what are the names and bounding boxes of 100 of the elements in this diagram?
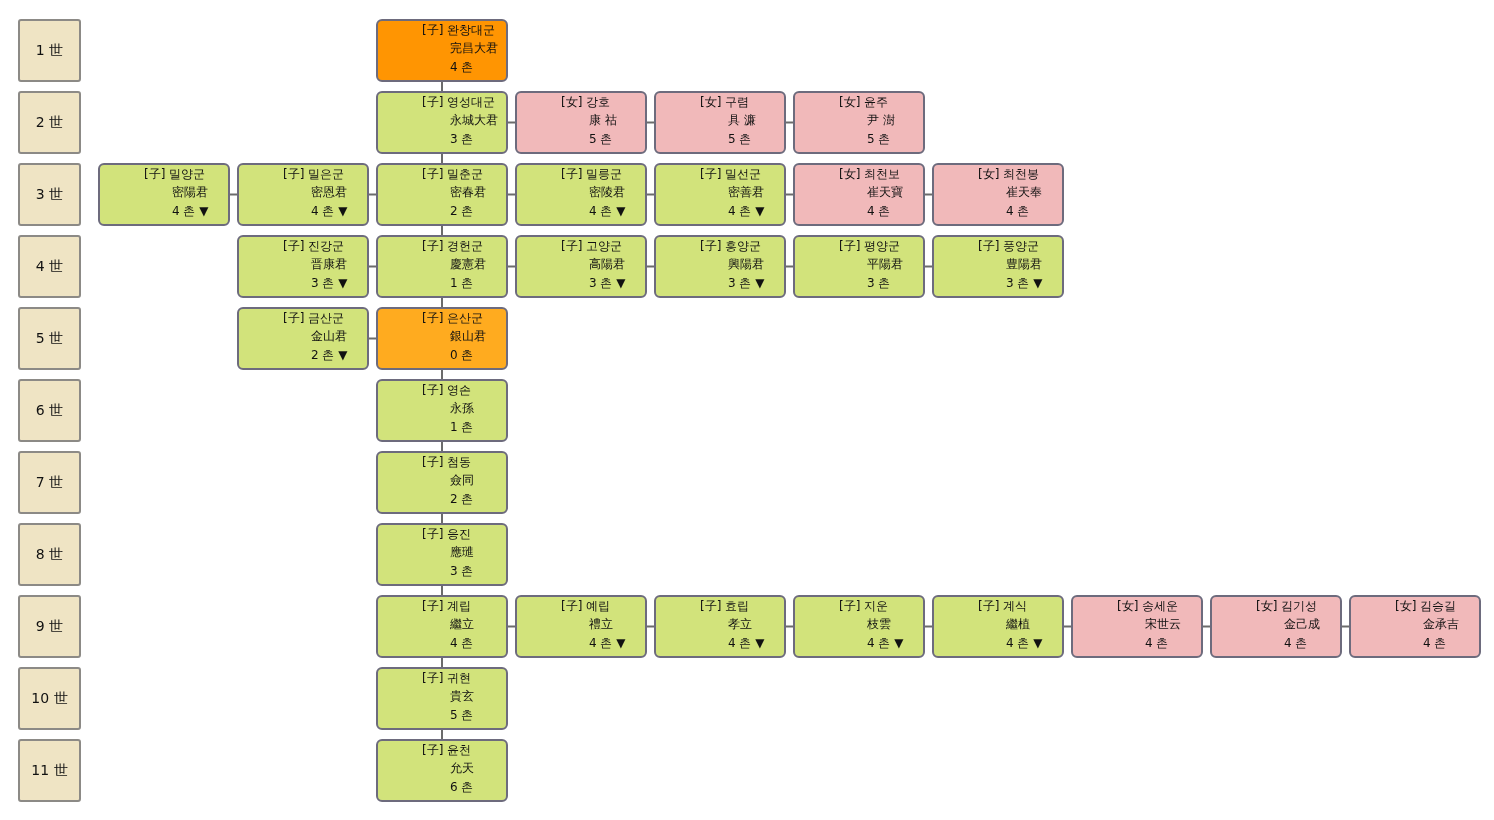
hanja-name: 興陽君 [728,256,764,272]
connector-line [441,225,443,236]
person-name: [子] 계립 [422,598,472,614]
kinship-degree: 4 촌 [867,203,891,219]
hanja-name: 銀山君 [450,328,486,344]
connector-line [441,153,443,164]
hanja-name: 平陽君 [867,256,903,272]
connector-line [785,265,794,268]
hanja-name: 密恩君 [311,184,347,200]
person-name: [子] 귀현 [422,670,472,686]
hanja-name: 金山君 [311,328,347,344]
generation-box: 9 世 [18,595,81,658]
person-name: [子] 완창대군 [422,22,496,38]
connector-line [507,265,516,268]
kinship-degree: 3 촌 [867,275,891,291]
person-box [376,19,508,82]
kinship-degree: 2 촌 [450,203,474,219]
kinship-degree: 4 촌 ▼ [589,635,626,651]
person-box [376,739,508,802]
hanja-name: 具 濂 [728,112,756,128]
connector-line [441,585,443,596]
person-box [376,235,508,298]
kinship-degree: 1 촌 [450,419,474,435]
generation-box: 2 世 [18,91,81,154]
person-name: [子] 은산군 [422,310,484,326]
connector-line [646,265,655,268]
generation-box: 5 世 [18,307,81,370]
connector-line [785,625,794,628]
kinship-degree: 3 촌 ▼ [1006,275,1043,291]
person-box [1210,595,1342,658]
kinship-degree: 4 촌 ▼ [311,203,348,219]
person-box [376,523,508,586]
person-name: [子] 밀양군 [144,166,206,182]
generation-box: 4 世 [18,235,81,298]
kinship-degree: 2 촌 [450,491,474,507]
person-name: [子] 영성대군 [422,94,496,110]
hanja-name: 貴玄 [450,688,474,704]
generation-box: 11 世 [18,739,81,802]
person-box [932,595,1064,658]
connector-line [507,193,516,196]
person-box [932,163,1064,226]
connector-line [924,625,933,628]
person-box [376,163,508,226]
kinship-degree: 4 촌 [1423,635,1447,651]
connector-line [646,193,655,196]
kinship-degree: 0 촌 [450,347,474,363]
hanja-name: 高陽君 [589,256,625,272]
person-box [654,163,786,226]
generation-box: 10 世 [18,667,81,730]
person-box [793,235,925,298]
person-box [515,91,647,154]
hanja-name: 密春君 [450,184,486,200]
hanja-name: 金己成 [1284,616,1320,632]
person-name: [子] 진강군 [283,238,345,254]
connector-line [785,121,794,124]
connector-line [1341,625,1350,628]
person-box [515,595,647,658]
kinship-degree: 4 촌 [1006,203,1030,219]
connector-line [368,337,377,340]
person-name: [子] 금산군 [283,310,345,326]
hanja-name: 金承吉 [1423,616,1459,632]
hanja-name: 繼植 [1006,616,1030,632]
person-name: [女] 김기성 [1256,598,1318,614]
connector-line [507,625,516,628]
connector-line [441,441,443,452]
person-box [515,163,647,226]
person-box [654,595,786,658]
person-name: [女] 최천봉 [978,166,1040,182]
person-box [932,235,1064,298]
person-box [376,379,508,442]
generation-box: 8 世 [18,523,81,586]
hanja-name: 完昌大君 [450,40,498,56]
person-box [515,235,647,298]
person-box [376,451,508,514]
person-box [793,163,925,226]
connector-line [368,193,377,196]
kinship-degree: 1 촌 [450,275,474,291]
kinship-degree: 4 촌 ▼ [728,635,765,651]
hanja-name: 僉同 [450,472,474,488]
kinship-degree: 4 촌 ▼ [867,635,904,651]
person-box [793,595,925,658]
generation-box: 1 世 [18,19,81,82]
connector-line [441,81,443,92]
person-name: [子] 계식 [978,598,1028,614]
connector-line [646,625,655,628]
person-box [98,163,230,226]
person-box [376,595,508,658]
person-name: [子] 지운 [839,598,889,614]
kinship-degree: 4 촌 [450,635,474,651]
connector-line [1202,625,1211,628]
person-box [793,91,925,154]
person-name: [子] 예립 [561,598,611,614]
hanja-name: 允天 [450,760,474,776]
kinship-degree: 6 촌 [450,779,474,795]
hanja-name: 尹 澍 [867,112,895,128]
kinship-degree: 3 촌 ▼ [728,275,765,291]
person-name: [女] 강호 [561,94,611,110]
person-name: [子] 밀릉군 [561,166,623,182]
hanja-name: 宋世云 [1145,616,1181,632]
person-name: [女] 윤주 [839,94,889,110]
